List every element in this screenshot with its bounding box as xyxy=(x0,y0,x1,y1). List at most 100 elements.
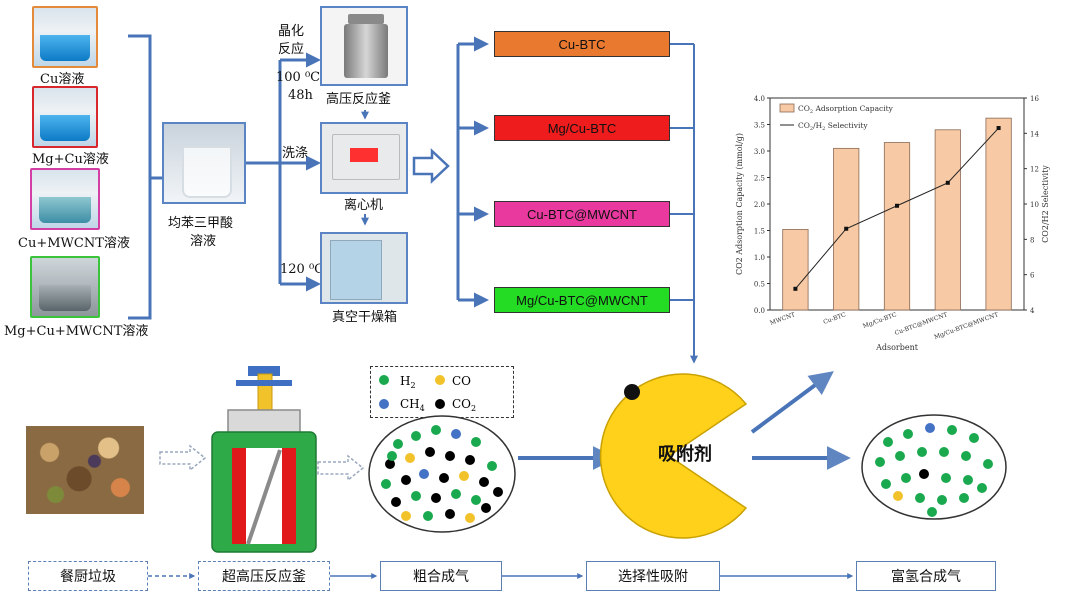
btc-label-1: 均苯三甲酸 xyxy=(168,216,234,231)
gas-molecule xyxy=(393,439,403,449)
gas-molecule xyxy=(939,447,949,457)
oven-image xyxy=(320,232,408,304)
line-point xyxy=(945,180,950,185)
bar xyxy=(883,142,911,311)
x-axis-label: Adsorbent xyxy=(875,343,919,352)
product-cu-btc-mwcnt: Cu-BTC@MWCNT xyxy=(494,201,670,227)
left-bracket xyxy=(128,34,152,320)
y-tick-label: 2.5 xyxy=(754,175,765,183)
gas-molecule xyxy=(915,493,925,503)
gas-molecule xyxy=(493,487,503,497)
gas-molecule xyxy=(881,479,891,489)
gas-molecule xyxy=(947,425,957,435)
legend-line-label: CO2/H2 Selectivity xyxy=(798,121,868,132)
gas-molecule xyxy=(479,477,489,487)
gas-molecule xyxy=(431,493,441,503)
gas-molecule xyxy=(883,437,893,447)
gas-molecule xyxy=(893,491,903,501)
sample-image-cumwcnt xyxy=(30,168,100,230)
line-point xyxy=(895,203,899,208)
crude-gas-ellipse xyxy=(368,415,516,533)
hollow-arrow xyxy=(412,148,450,184)
flow-step-adsorption: 选择性吸附 xyxy=(586,561,720,591)
gas-molecule xyxy=(425,447,435,457)
gas-molecule xyxy=(903,429,913,439)
gas-molecule xyxy=(431,425,441,435)
dashed-arrow-1 xyxy=(159,444,207,472)
gas-molecule xyxy=(941,473,951,483)
adsorbent-label: 吸附剂 xyxy=(658,443,712,465)
svg-text:CH4: CH4 xyxy=(400,397,425,413)
sample-label-mgcumwcnt: Mg+Cu+MWCNT溶液 xyxy=(4,324,149,339)
flow-step-crude-gas: 粗合成气 xyxy=(380,561,502,591)
gas-molecule xyxy=(977,483,987,493)
product-mgcu-btc-mwcnt: Mg/Cu-BTC@MWCNT xyxy=(494,287,670,313)
gas-molecule xyxy=(471,437,481,447)
y-tick-label: 1.0 xyxy=(754,254,765,262)
y-tick-label: 3.0 xyxy=(754,148,765,156)
flow-step-food-waste: 餐厨垃圾 xyxy=(28,561,148,591)
sample-label-cumwcnt: Cu+MWCNT溶液 xyxy=(18,236,130,251)
gas-molecule xyxy=(919,469,929,479)
gas-legend-marks: H2 CO CH4 CO2 xyxy=(379,374,476,413)
y2-tick-label: 8 xyxy=(1030,236,1034,244)
gas-molecule xyxy=(963,475,973,485)
co-dot xyxy=(435,375,445,385)
gas-molecule xyxy=(445,509,455,519)
gas-molecule xyxy=(385,459,395,469)
y-tick-label: 3.5 xyxy=(754,122,765,130)
y2-axis-label: CO2/H2 Selectivity xyxy=(1041,165,1050,243)
bar xyxy=(934,129,961,311)
gas-molecule xyxy=(451,429,461,439)
centrifuge-label: 离心机 xyxy=(344,198,384,213)
y-tick-label: 0.5 xyxy=(754,281,765,289)
gas-molecule xyxy=(927,507,937,517)
autoclave-image xyxy=(320,6,408,86)
gas-molecule xyxy=(959,493,969,503)
gas-molecule xyxy=(391,497,401,507)
y2-tick-label: 12 xyxy=(1030,166,1039,174)
temp2-label: 120 ⁰C xyxy=(280,262,325,277)
gas-molecule xyxy=(969,433,979,443)
gas-molecule xyxy=(465,513,475,523)
y2-tick-label: 10 xyxy=(1030,201,1039,209)
gas-molecule xyxy=(411,491,421,501)
gas-molecule xyxy=(387,451,397,461)
legend-bar-label: CO2 Adsorption Capacity xyxy=(798,104,894,115)
sample-image-cu xyxy=(32,6,98,68)
ch4-dot xyxy=(379,399,389,409)
sample-image-mgcu xyxy=(32,86,98,148)
gas-molecule xyxy=(401,511,411,521)
crystal-label-1: 晶化 xyxy=(278,24,305,39)
gas-molecule xyxy=(925,423,935,433)
y2-tick-label: 14 xyxy=(1030,130,1039,138)
y-tick-label: 1.5 xyxy=(754,228,765,236)
x-tick-label: Mg/Cu-BTC xyxy=(862,311,898,330)
gas-molecule xyxy=(465,455,475,465)
centrifuge-image xyxy=(320,122,408,194)
sample-label-cu: Cu溶液 xyxy=(40,72,85,87)
gas-molecule xyxy=(487,461,497,471)
x-tick-label: Cu-BTC xyxy=(822,311,847,326)
line-point xyxy=(793,286,798,291)
gas-molecule xyxy=(401,475,411,485)
bar xyxy=(985,117,1012,311)
gas-molecule xyxy=(875,457,885,467)
gas-molecule xyxy=(419,469,429,479)
gas-molecule xyxy=(411,431,421,441)
y2-tick-label: 4 xyxy=(1030,307,1035,315)
sample-image-mgcumwcnt xyxy=(30,256,100,318)
btc-label-2: 溶液 xyxy=(190,234,217,249)
crystal-label-2: 反应 xyxy=(278,42,305,57)
gas-molecule xyxy=(439,473,449,483)
y-tick-label: 4.0 xyxy=(754,95,765,103)
gas-molecule xyxy=(983,459,993,469)
product-cu-btc: Cu-BTC xyxy=(494,31,670,57)
gas-molecule xyxy=(381,479,391,489)
y-tick-label: 0.0 xyxy=(754,307,765,315)
svg-text:H2: H2 xyxy=(400,374,416,390)
gas-molecule xyxy=(405,453,415,463)
gas-molecule xyxy=(937,495,947,505)
flow-step-reactor: 超高压反应釜 xyxy=(198,561,330,591)
gas-molecule xyxy=(471,495,481,505)
